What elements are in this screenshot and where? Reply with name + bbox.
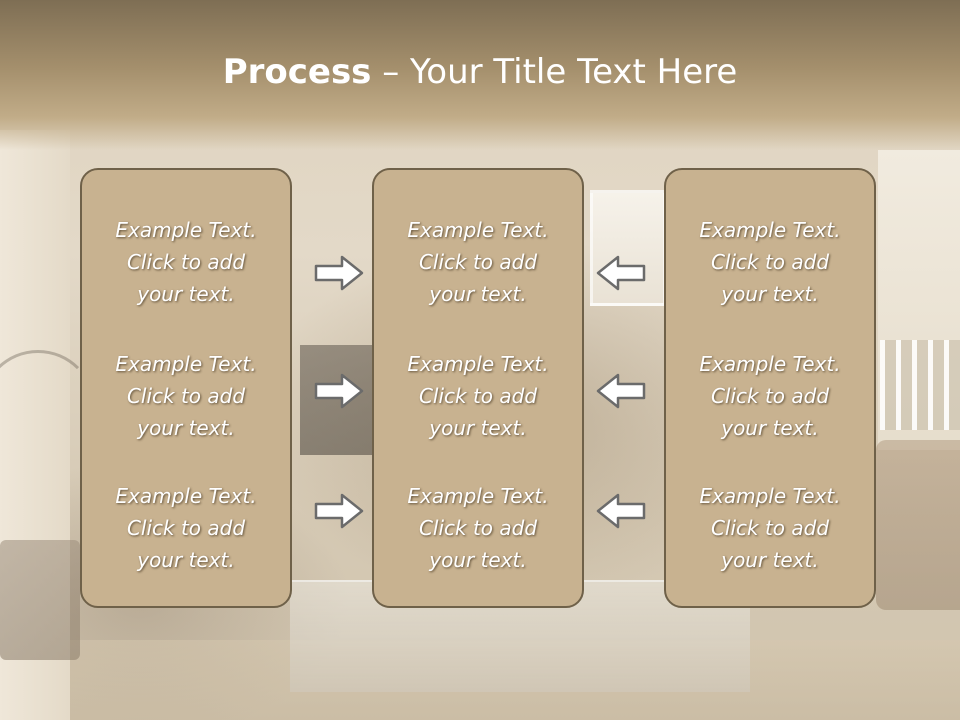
text-line: your text.: [721, 548, 819, 572]
text-line: Example Text.: [699, 218, 841, 242]
text-line: your text.: [429, 282, 527, 306]
title-bold: Process: [222, 52, 372, 92]
background-fireplace: [300, 345, 380, 455]
text-placeholder[interactable]: Example Text. Click to add your text.: [374, 348, 582, 444]
title-rest: – Your Title Text Here: [371, 52, 738, 92]
arrow-left-icon[interactable]: [596, 373, 646, 409]
text-line: Example Text.: [115, 484, 257, 508]
text-line: Example Text.: [407, 484, 549, 508]
text-line: your text.: [429, 548, 527, 572]
text-placeholder[interactable]: Example Text. Click to add your text.: [82, 214, 290, 310]
title-band: [0, 0, 960, 150]
text-line: your text.: [137, 416, 235, 440]
text-placeholder[interactable]: Example Text. Click to add your text.: [666, 480, 874, 576]
arrow-right-icon[interactable]: [314, 493, 364, 529]
text-line: Click to add: [710, 516, 830, 540]
text-line: Click to add: [710, 250, 830, 274]
arrow-left-icon[interactable]: [596, 255, 646, 291]
text-placeholder[interactable]: Example Text. Click to add your text.: [82, 480, 290, 576]
text-placeholder[interactable]: Example Text. Click to add your text.: [374, 214, 582, 310]
text-line: your text.: [429, 416, 527, 440]
slide-title[interactable]: Process – Your Title Text Here: [0, 52, 960, 92]
background-railing: [880, 340, 960, 430]
process-box-3[interactable]: Example Text. Click to add your text. Ex…: [664, 168, 876, 608]
text-line: Click to add: [418, 516, 538, 540]
text-line: Example Text.: [407, 352, 549, 376]
text-line: your text.: [721, 416, 819, 440]
text-line: your text.: [137, 548, 235, 572]
text-placeholder[interactable]: Example Text. Click to add your text.: [666, 214, 874, 310]
process-box-2[interactable]: Example Text. Click to add your text. Ex…: [372, 168, 584, 608]
arrow-right-icon[interactable]: [314, 255, 364, 291]
text-line: Click to add: [126, 516, 246, 540]
text-line: Click to add: [710, 384, 830, 408]
text-line: Example Text.: [115, 352, 257, 376]
text-line: Click to add: [418, 250, 538, 274]
background-lamp: [0, 350, 96, 466]
text-line: Click to add: [418, 384, 538, 408]
text-line: Click to add: [126, 384, 246, 408]
text-line: your text.: [137, 282, 235, 306]
text-placeholder[interactable]: Example Text. Click to add your text.: [82, 348, 290, 444]
background-sofa: [0, 540, 80, 660]
text-placeholder[interactable]: Example Text. Click to add your text.: [374, 480, 582, 576]
text-line: Example Text.: [699, 484, 841, 508]
process-box-1[interactable]: Example Text. Click to add your text. Ex…: [80, 168, 292, 608]
text-line: Example Text.: [115, 218, 257, 242]
arrow-left-icon[interactable]: [596, 493, 646, 529]
text-line: Example Text.: [407, 218, 549, 242]
text-line: Example Text.: [699, 352, 841, 376]
text-line: Click to add: [126, 250, 246, 274]
text-placeholder[interactable]: Example Text. Click to add your text.: [666, 348, 874, 444]
text-line: your text.: [721, 282, 819, 306]
arrow-right-icon[interactable]: [314, 373, 364, 409]
background-chair: [876, 440, 960, 610]
